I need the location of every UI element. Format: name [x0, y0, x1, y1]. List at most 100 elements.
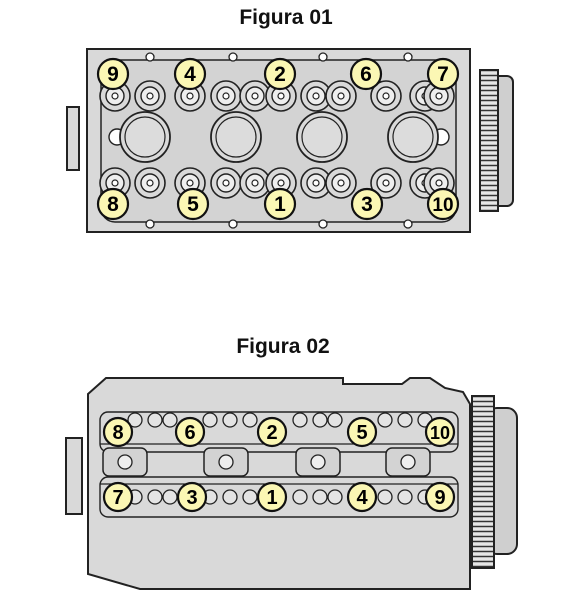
bolt-order-number: 8 — [112, 422, 123, 444]
edge-hole — [403, 52, 413, 62]
bolt-marker-circle — [96, 187, 130, 221]
bolt-marker-circle — [424, 416, 456, 448]
valve-stem — [435, 179, 443, 187]
bolt-order-number: 3 — [361, 193, 373, 216]
bolt-sequence-marker: 5 — [176, 187, 210, 221]
valve-hole — [202, 412, 218, 428]
bolt-sequence-marker: 1 — [256, 481, 288, 513]
center-boss-hole — [218, 454, 234, 470]
figure-2-title: Figura 02 — [236, 335, 330, 358]
center-boss-hole — [400, 454, 416, 470]
bolt-marker-circle — [263, 187, 297, 221]
valve-stem — [186, 92, 194, 100]
bolt-sequence-marker: 10 — [426, 187, 460, 221]
center-boss-hole — [310, 454, 326, 470]
edge-hole — [318, 219, 328, 229]
valve-stem — [222, 92, 230, 100]
valve-stem — [186, 179, 194, 187]
left-end-plug — [65, 437, 83, 515]
valve-hole — [242, 489, 258, 505]
bolt-marker-circle — [256, 416, 288, 448]
bolt-order-number: 7 — [437, 63, 449, 86]
valve-hole — [147, 412, 163, 428]
bolt-sequence-marker: 9 — [424, 481, 456, 513]
bolt-sequence-marker: 7 — [426, 57, 460, 91]
bolt-sequence-marker: 10 — [424, 416, 456, 448]
bolt-order-number: 1 — [266, 487, 277, 509]
bolt-sequence-marker: 2 — [263, 57, 297, 91]
valve-hole — [242, 412, 258, 428]
bolt-marker-circle — [102, 416, 134, 448]
bolt-marker-circle — [102, 481, 134, 513]
valve-hole — [127, 412, 143, 428]
bolt-marker-circle — [426, 187, 460, 221]
bolt-sequence-marker: 1 — [263, 187, 297, 221]
valve-stem — [111, 92, 119, 100]
bolt-order-number: 1 — [274, 193, 286, 216]
bolt-marker-circle — [426, 57, 460, 91]
valve-hole — [292, 412, 308, 428]
bolt-order-number: 10 — [430, 423, 450, 443]
valve-hole — [397, 489, 413, 505]
bolt-marker-circle — [349, 57, 383, 91]
valve-hole — [397, 412, 413, 428]
valve-stem — [277, 92, 285, 100]
valve-hole — [162, 489, 178, 505]
valve-hole — [327, 412, 343, 428]
edge-hole — [318, 52, 328, 62]
bolt-order-number: 10 — [432, 195, 453, 216]
bolt-order-number: 2 — [274, 63, 286, 86]
valve-stem — [337, 179, 345, 187]
valve-hole — [377, 489, 393, 505]
bolt-sequence-marker: 6 — [174, 416, 206, 448]
bolt-order-number: 6 — [360, 63, 372, 86]
bolt-order-number: 6 — [184, 422, 195, 444]
combustion-chamber-inner — [392, 116, 434, 158]
bolt-marker-circle — [346, 416, 378, 448]
valve-stem — [111, 179, 119, 187]
edge-hole — [228, 219, 238, 229]
valve-stem — [337, 92, 345, 100]
valve-hole — [147, 489, 163, 505]
bolt-sequence-marker: 9 — [96, 57, 130, 91]
bolt-sequence-marker: 5 — [346, 416, 378, 448]
bolt-sequence-marker: 4 — [346, 481, 378, 513]
valve-stem — [312, 92, 320, 100]
bolt-sequence-marker: 3 — [350, 187, 384, 221]
valve-stem — [251, 92, 259, 100]
edge-hole — [145, 52, 155, 62]
bolt-marker-circle — [176, 187, 210, 221]
bolt-order-number: 2 — [266, 422, 277, 444]
bolt-sequence-marker: 2 — [256, 416, 288, 448]
bolt-order-number: 5 — [187, 193, 199, 216]
bolt-order-number: 9 — [107, 63, 119, 86]
combustion-chamber-inner — [124, 116, 166, 158]
combustion-chamber-inner — [215, 116, 257, 158]
edge-hole — [403, 219, 413, 229]
bolt-sequence-marker: 4 — [173, 57, 207, 91]
valve-stem — [312, 179, 320, 187]
bolt-marker-circle — [173, 57, 207, 91]
center-boss-hole — [117, 454, 133, 470]
valve-hole — [327, 489, 343, 505]
valve-hole — [312, 412, 328, 428]
camshaft-gear — [479, 69, 499, 212]
bolt-sequence-marker: 7 — [102, 481, 134, 513]
bolt-marker-circle — [346, 481, 378, 513]
bolt-order-number: 7 — [112, 487, 123, 509]
valve-stem — [222, 179, 230, 187]
camshaft-gear — [471, 395, 495, 569]
edge-hole — [145, 219, 155, 229]
bolt-marker-circle — [256, 481, 288, 513]
bolt-marker-circle — [424, 481, 456, 513]
bolt-sequence-marker: 8 — [102, 416, 134, 448]
bolt-marker-circle — [96, 57, 130, 91]
left-end-plug — [66, 106, 80, 171]
figure-1-title: Figura 01 — [239, 6, 333, 29]
edge-hole — [228, 52, 238, 62]
valve-stem — [435, 92, 443, 100]
valve-stem — [277, 179, 285, 187]
valve-hole — [292, 489, 308, 505]
